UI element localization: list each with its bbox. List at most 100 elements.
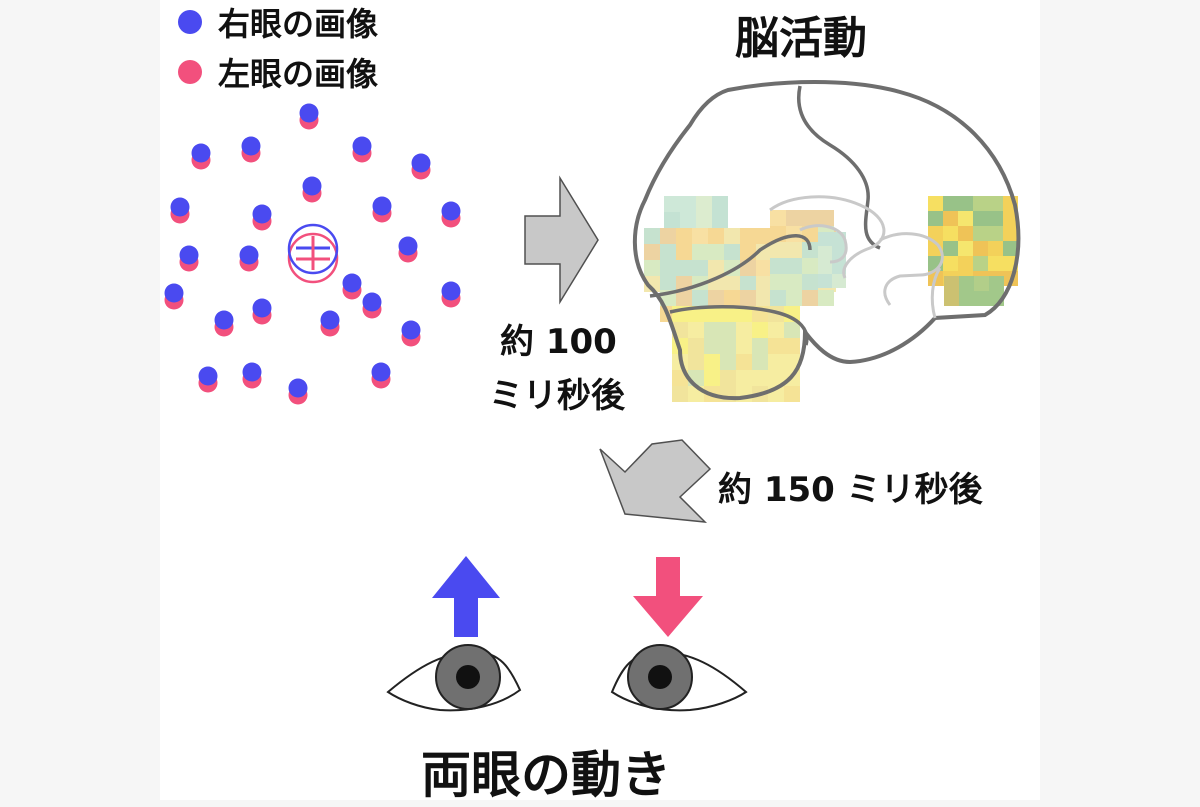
- heatmap-cell: [768, 338, 784, 354]
- right-eye-dot: [242, 362, 262, 382]
- heatmap-cell: [959, 276, 974, 291]
- heatmap-cell: [802, 210, 818, 226]
- heatmap-cell: [756, 228, 772, 244]
- heatmap-cell: [928, 211, 943, 226]
- heatmap-cell: [988, 226, 1003, 241]
- heatmap-cell: [712, 196, 728, 212]
- heatmap-cell: [736, 354, 752, 370]
- heatmap-cell: [756, 260, 772, 276]
- legend-right-eye: 右眼の画像: [178, 2, 378, 43]
- right-eye-dot: [302, 176, 322, 196]
- heatmap-cell: [786, 242, 802, 258]
- right-eye-dot: [191, 143, 211, 163]
- figure-panel: [160, 0, 1040, 800]
- heatmap-cell: [943, 226, 958, 241]
- heatmap-cell: [740, 228, 756, 244]
- heatmap-cell: [974, 276, 989, 291]
- right-eye-dot: [398, 236, 418, 256]
- heatmap-cell: [973, 211, 988, 226]
- gray-block-arrow-right-icon: [524, 175, 599, 305]
- binocular-dot-stimulus: [164, 103, 461, 405]
- heatmap-cell: [720, 322, 736, 338]
- timing-100ms-line1: 約 100: [500, 322, 617, 362]
- heatmap-cell: [973, 226, 988, 241]
- heatmap-cell: [696, 196, 712, 212]
- heatmap-cell: [802, 274, 818, 290]
- heatmap-cell: [704, 306, 720, 322]
- heatmap-cell: [943, 196, 958, 211]
- heatmap-cell: [1003, 226, 1018, 241]
- heatmap-cell: [740, 290, 756, 306]
- heatmap-cell: [720, 306, 736, 322]
- heatmap-cell: [768, 370, 784, 386]
- brain-outline: [632, 80, 1021, 401]
- heatmap-cell: [786, 210, 802, 226]
- heatmap-cell: [818, 274, 832, 288]
- heatmap-cell: [724, 244, 740, 260]
- heatmap-cell: [786, 290, 802, 306]
- heatmap-cell: [664, 196, 680, 212]
- right-eye-dot: [352, 136, 372, 156]
- heatmap-cell: [1003, 211, 1018, 226]
- right-eye-dot: [164, 283, 184, 303]
- heatmap-cell: [712, 212, 728, 228]
- right-eye-dot-icon: [178, 10, 202, 34]
- right-eye-dot: [441, 281, 461, 301]
- right-eye-dot: [252, 298, 272, 318]
- heatmap-cell: [818, 260, 832, 274]
- heatmap-cell: [818, 210, 834, 226]
- heatmap-cell: [704, 322, 720, 338]
- heatmap-cell: [988, 256, 1003, 271]
- heatmap-cell: [958, 241, 973, 256]
- gray-block-arrow-down-left-icon: [599, 439, 712, 523]
- heatmap-cell: [756, 290, 772, 306]
- heatmap-cell: [680, 212, 696, 228]
- heatmap-cell: [770, 274, 786, 290]
- heatmap-cell: [692, 244, 708, 260]
- heatmap-cell: [768, 322, 784, 338]
- heatmap-cell: [676, 244, 692, 260]
- heatmap-cell: [708, 244, 724, 260]
- heatmap-cell: [973, 196, 988, 211]
- heatmap-cell: [644, 276, 660, 292]
- right-eye-dot: [441, 201, 461, 221]
- heatmap-cell: [644, 260, 660, 276]
- heatmap-cell: [958, 226, 973, 241]
- heatmap-cell: [660, 276, 676, 292]
- right-eye-dot: [241, 136, 261, 156]
- heatmap-cell: [740, 276, 756, 292]
- heatmap-cell: [770, 242, 786, 258]
- heatmap-cell: [736, 338, 752, 354]
- heatmap-cell: [692, 260, 708, 276]
- blue-arrow-up-icon: [432, 556, 500, 637]
- right-eye-dot: [252, 204, 272, 224]
- binocular-movement-caption: 両眼の動き: [421, 746, 671, 804]
- heatmap-cell: [708, 290, 724, 306]
- heatmap-cell: [708, 228, 724, 244]
- heatmap-cell: [786, 226, 802, 242]
- heatmap-cell: [752, 370, 768, 386]
- heatmap-cell: [958, 196, 973, 211]
- heatmap-cell: [692, 228, 708, 244]
- heatmap-cell: [959, 291, 974, 306]
- heatmap-cell: [644, 244, 660, 260]
- heatmap-cell: [974, 291, 989, 306]
- heatmap-cell: [680, 196, 696, 212]
- heatmap-cell: [943, 256, 958, 271]
- heatmap-cell: [818, 290, 834, 306]
- heatmap-cell: [660, 260, 676, 276]
- heatmap-cell: [988, 241, 1003, 256]
- heatmap-cell: [660, 228, 676, 244]
- heatmap-cell: [770, 210, 786, 226]
- heatmap-cell: [704, 354, 720, 370]
- heatmap-cell: [784, 338, 800, 354]
- heatmap-cell: [688, 322, 704, 338]
- right-eye-dot: [371, 362, 391, 382]
- heatmap-cell: [724, 228, 740, 244]
- heatmap-cell: [818, 232, 832, 246]
- heatmap-cell: [784, 354, 800, 370]
- right-eye-dot: [299, 103, 319, 123]
- pink-arrow-down-icon: [633, 557, 703, 637]
- heatmap-cell: [802, 290, 818, 306]
